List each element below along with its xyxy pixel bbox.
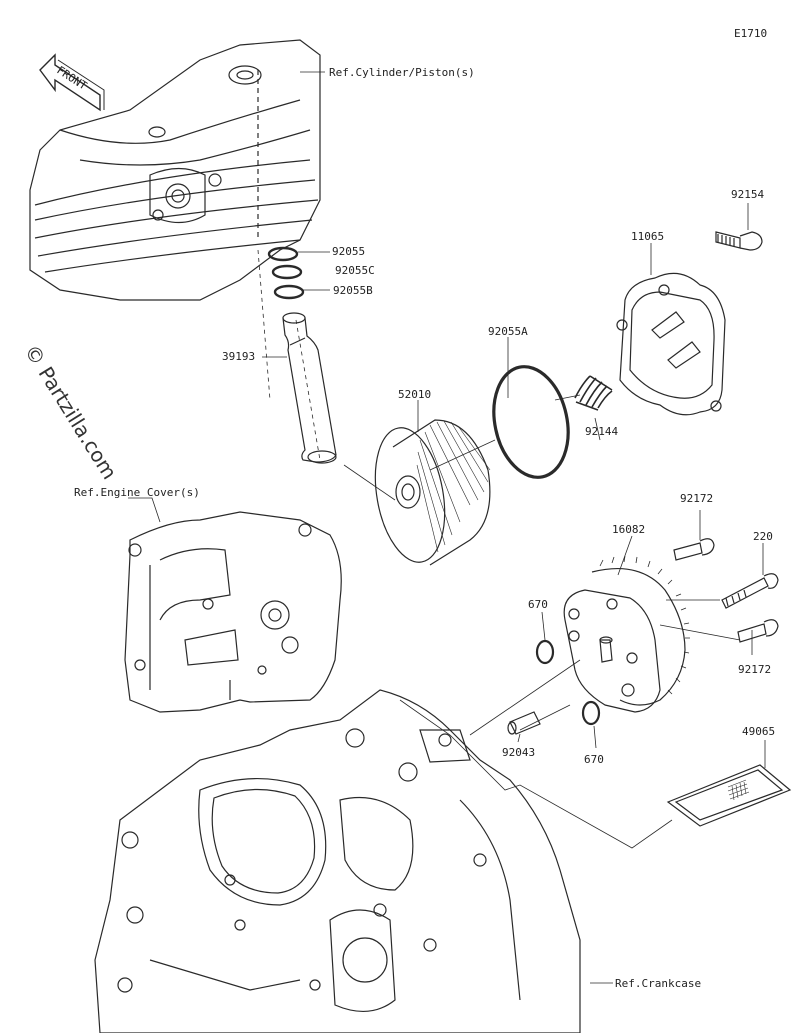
crankcase (94, 689, 581, 1033)
part-label-39193: 39193 (222, 350, 256, 363)
part-label-92172-lower: 92172 (738, 663, 772, 676)
filter-cover (616, 272, 726, 416)
bolt-92172-lower (737, 619, 779, 643)
part-label-92055A: 92055A (488, 325, 528, 338)
oil-pipe (282, 312, 337, 464)
o-ring-670-upper (535, 639, 555, 665)
part-label-49065: 49065 (742, 725, 776, 738)
part-label-92055B: 92055B (333, 284, 373, 297)
part-label-52010: 52010 (398, 388, 432, 401)
o-ring-670-lower (581, 700, 601, 726)
part-label-92055: 92055 (332, 245, 366, 258)
filter-o-ring (492, 365, 570, 479)
bolt-92172-upper (673, 538, 715, 561)
part-label-92172-upper: 92172 (680, 492, 714, 505)
part-label-92043: 92043 (502, 746, 536, 759)
leader-lines (128, 71, 766, 984)
label-plate (666, 764, 792, 827)
oil-pump (563, 555, 690, 713)
part-label-92144: 92144 (585, 425, 619, 438)
bolt-92154 (715, 231, 763, 251)
cylinder-head (29, 39, 321, 301)
bolt-220 (721, 573, 779, 609)
spring (574, 375, 613, 411)
dowel-pin (507, 711, 541, 735)
part-label-670-lower: 670 (584, 753, 604, 766)
diagram-code: E1710 (734, 27, 768, 40)
part-label-92154: 92154 (731, 188, 765, 201)
ref-crankcase-label: Ref.Crankcase (615, 977, 702, 990)
front-arrow-icon (39, 53, 105, 112)
part-label-92055C: 92055C (335, 264, 375, 277)
ref-cylinder-label: Ref.Cylinder/Piston(s) (329, 66, 475, 79)
engine-cover (124, 511, 342, 713)
oil-filter (374, 419, 491, 566)
part-label-670-upper: 670 (528, 598, 548, 611)
part-label-11065: 11065 (631, 230, 665, 243)
part-label-220: 220 (753, 530, 773, 543)
part-label-16082: 16082 (612, 523, 646, 536)
front-label: FRONT (54, 64, 89, 93)
o-ring-set (267, 246, 305, 300)
ref-engine-cover-label: Ref.Engine Cover(s) (74, 486, 200, 499)
